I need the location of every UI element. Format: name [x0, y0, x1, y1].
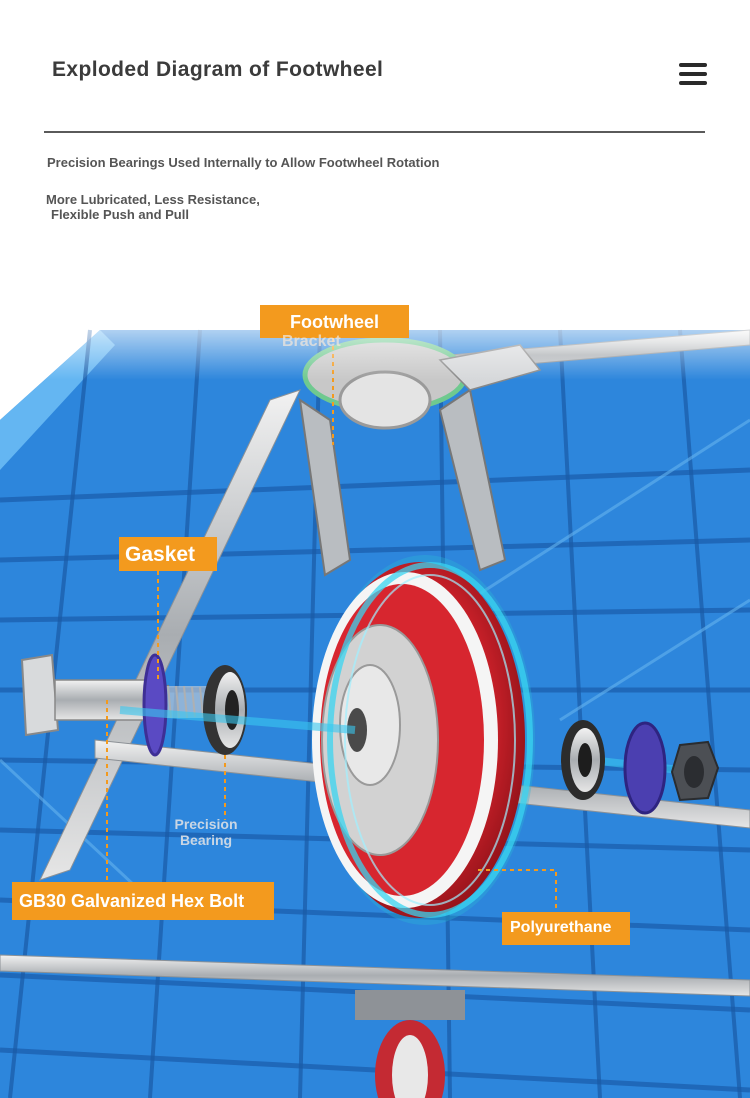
feature-text-2: More Lubricated, Less Resistance,Flexibl… — [46, 192, 366, 222]
page-title: Exploded Diagram of Footwheel — [52, 58, 384, 81]
bearing-right — [561, 720, 605, 800]
label-footwheel-bracket-sub: Bracket — [282, 333, 341, 350]
label-footwheel-bracket: Footwheel — [260, 305, 409, 338]
label-precision-line2: Bearing — [179, 832, 233, 848]
wheel — [312, 555, 535, 925]
label-polyurethane: Polyurethane — [502, 912, 630, 945]
feature-text-2a: More Lubricated, Less Resistance, — [46, 192, 260, 207]
bearing-left — [203, 665, 247, 755]
label-precision-line1: Precision — [174, 816, 238, 832]
feature-text-1: Precision Bearings Used Internally to Al… — [47, 155, 440, 170]
bottom-caster — [355, 990, 465, 1098]
label-gasket: Gasket — [119, 537, 217, 571]
header: Exploded Diagram of Footwheel Precision … — [0, 0, 750, 300]
exploded-diagram — [0, 300, 750, 1098]
diagram-illustration — [0, 300, 750, 1098]
hex-nut-hole — [684, 756, 704, 788]
gasket-left — [142, 653, 168, 757]
divider — [44, 131, 705, 133]
gasket-right — [623, 721, 667, 815]
feature-text-2b: Flexible Push and Pull — [51, 207, 189, 222]
label-hex-bolt: GB30 Galvanized Hex Bolt — [12, 882, 274, 920]
hamburger-menu-icon[interactable] — [679, 63, 707, 89]
